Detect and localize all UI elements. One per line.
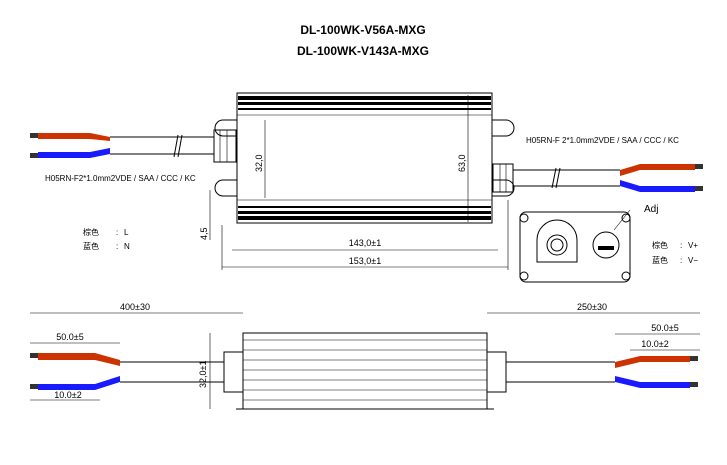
top-view: H05RN-F2*1.0mm2VDE / SAA / CCC / KC H05R… — [30, 92, 703, 270]
svg-text::: : — [680, 241, 682, 250]
svg-text:蓝色: 蓝色 — [83, 241, 99, 251]
adj-potentiometer[interactable] — [592, 231, 620, 259]
dim-inner-height: 32,0 — [254, 154, 264, 172]
body-height: 32,0±1 — [198, 361, 208, 388]
dim-length: 153,0±1 — [349, 256, 381, 266]
housing-outline — [236, 92, 493, 224]
svg-text:棕色: 棕色 — [652, 240, 668, 250]
svg-text::: : — [680, 256, 682, 265]
svg-text:V+: V+ — [688, 241, 698, 250]
blue-wire — [38, 148, 110, 158]
svg-text:N: N — [124, 242, 130, 251]
svg-text:L: L — [124, 228, 129, 237]
svg-text::: : — [116, 242, 118, 251]
side-view: 400±30 250±30 50.0±5 10.0±2 50.0±5 10.0±… — [30, 302, 700, 410]
dim-hole-pitch: 143,0±1 — [349, 238, 381, 248]
input-wire-tip: 10.0±2 — [54, 390, 81, 400]
output-cable-spec: H05RN-F 2*1.0mm2VDE / SAA / CCC / KC — [526, 136, 679, 145]
input-cable-spec: H05RN-F2*1.0mm2VDE / SAA / CCC / KC — [45, 174, 196, 183]
input-legend: 棕色 : L 蓝色 : N — [83, 227, 130, 251]
adj-label: Adj — [644, 204, 658, 215]
svg-text::: : — [116, 228, 118, 237]
model-title-2: DL-100WK-V143A-MXG — [297, 44, 429, 58]
input-strip-length: 50.0±5 — [56, 332, 83, 342]
dim-height: 63,0 — [457, 154, 467, 172]
dim-mount-hole: 4,5 — [199, 227, 209, 240]
svg-text:蓝色: 蓝色 — [652, 255, 668, 265]
output-legend: 棕色 : V+ 蓝色 : V− — [652, 240, 698, 265]
end-view: Adj — [519, 204, 658, 283]
svg-text:V−: V− — [688, 256, 698, 265]
svg-text:棕色: 棕色 — [83, 227, 99, 237]
output-wire-tip: 10.0±2 — [641, 339, 668, 349]
input-cable-length: 400±30 — [120, 302, 150, 312]
output-cable-length: 250±30 — [577, 302, 607, 312]
brown-wire — [38, 133, 110, 141]
output-strip-length: 50.0±5 — [651, 323, 678, 333]
model-title-1: DL-100WK-V56A-MXG — [300, 23, 425, 37]
